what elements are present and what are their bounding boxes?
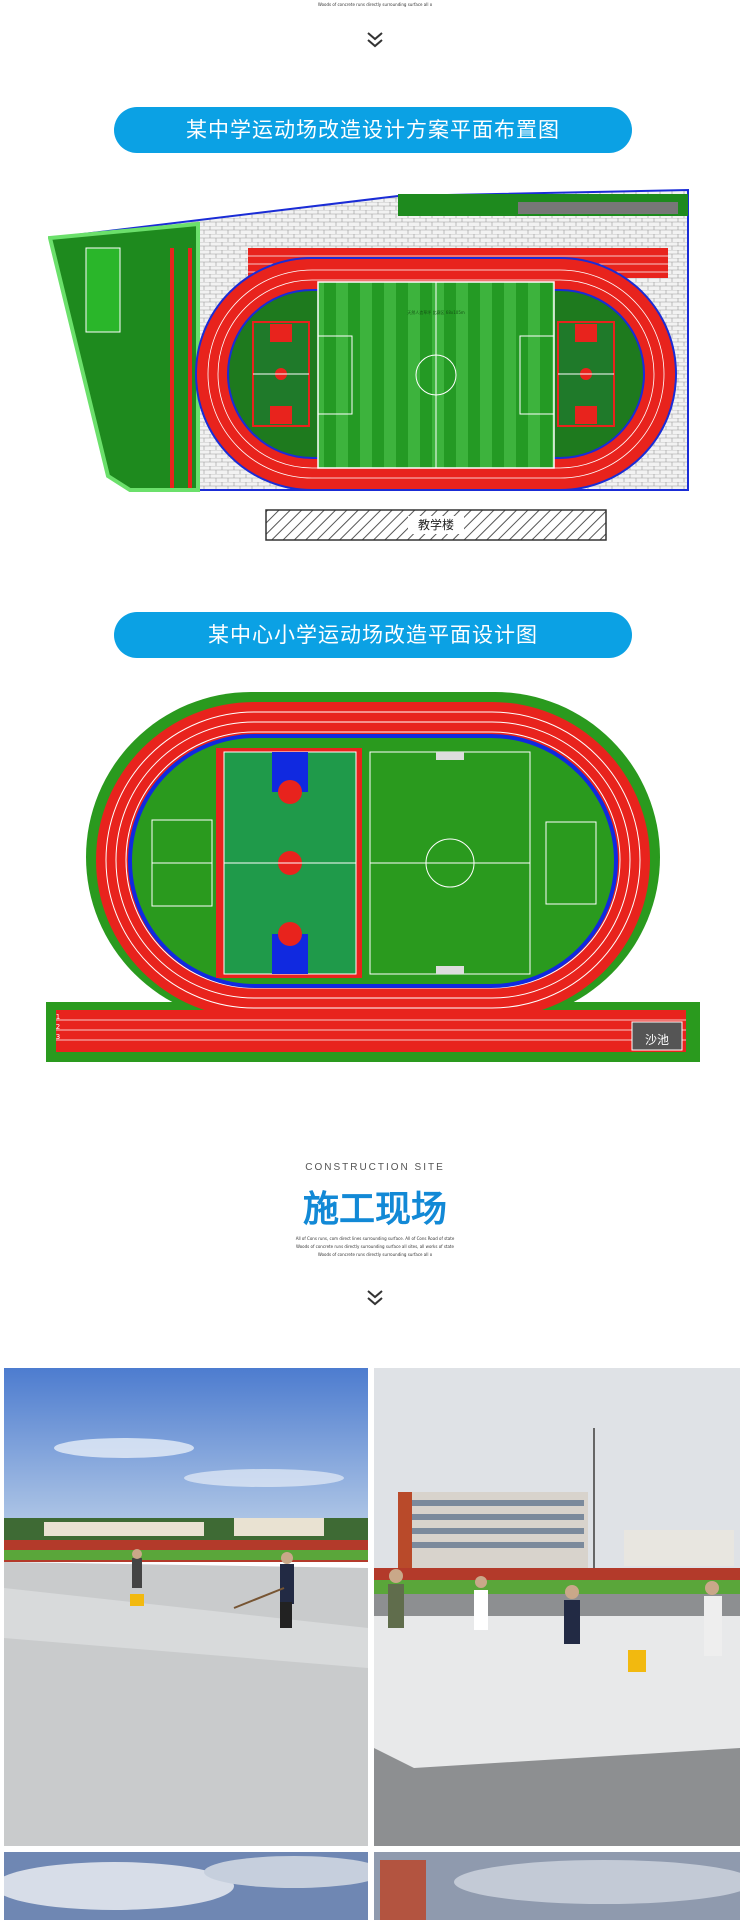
- section-desc-line: All of Cons runs, com direct lines surro…: [295, 1236, 455, 1241]
- construction-photo-2: [374, 1368, 740, 1846]
- lane-numbers: 1 2 3: [52, 1012, 64, 1042]
- section-desc-line: Woods of concrete runs directly surround…: [296, 1244, 454, 1249]
- plan2-layout: [46, 692, 700, 1062]
- lane-number: 3: [55, 1033, 61, 1041]
- plan2-title: 某中心小学运动场改造平面设计图: [114, 612, 632, 658]
- construction-photo-1: [4, 1368, 368, 1846]
- plan1-layout: [48, 188, 689, 541]
- building-label: 教学楼: [417, 518, 454, 532]
- double-chevron-down-icon: [367, 1290, 383, 1306]
- section-desc-line: Woods of concrete runs directly surround…: [317, 1252, 433, 1257]
- plan1-title: 某中学运动场改造设计方案平面布置图: [114, 107, 632, 153]
- section-heading-en: CONSTRUCTION SITE: [305, 1162, 445, 1173]
- lane-number: 2: [55, 1023, 61, 1031]
- sand-pit-label: 沙池: [644, 1033, 669, 1047]
- construction-photo-4: [374, 1852, 740, 1920]
- double-chevron-down-icon: [367, 32, 383, 48]
- lane-number: 1: [55, 1013, 61, 1021]
- field-note: 天然人造草坪 比赛区 68x105m: [407, 310, 465, 315]
- top-caption: Woods of concrete runs directly surround…: [317, 2, 433, 7]
- construction-photo-3: [4, 1852, 368, 1920]
- section-heading-cn: 施工现场: [302, 1189, 447, 1230]
